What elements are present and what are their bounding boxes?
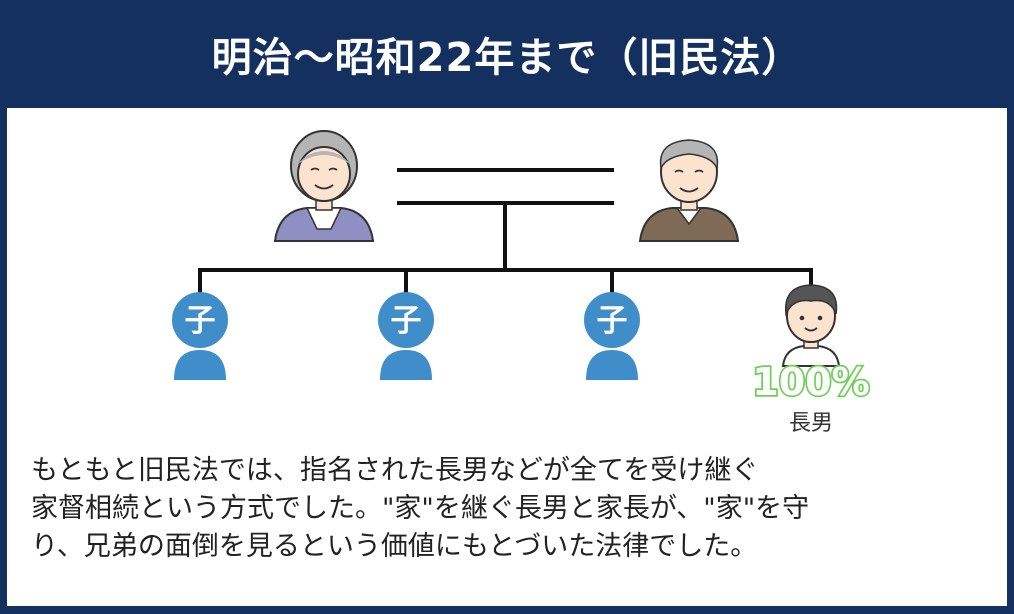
child-icon-1: 子: [172, 292, 228, 380]
description-line-3: り、兄弟の面倒を見るという価値にもとづいた法律でした。: [31, 531, 758, 562]
child-badge-text-2: 子: [391, 303, 422, 339]
description-line-1: もともと旧民法では、指名された長男などが全てを受け継ぐ: [31, 455, 759, 486]
heir-label: 長男: [789, 411, 833, 436]
heir-share-label: 100%: [752, 360, 869, 404]
family-tree-diagram: 子 子 子 10: [172, 130, 871, 436]
content-panel: 子 子 子 10: [7, 108, 1007, 606]
eldest-son-icon: [781, 284, 841, 367]
child-badge-text-1: 子: [185, 303, 216, 339]
grandmother-icon: [273, 130, 375, 242]
child-icon-3: 子: [584, 292, 640, 380]
child-badge-text-3: 子: [597, 303, 628, 339]
description-line-2: 家督相続という方式でした。"家"を継ぐ長男と家長が、"家"を守: [31, 493, 810, 524]
child-icon-2: 子: [378, 292, 434, 380]
page-title: 明治〜昭和22年まで（旧民法）: [0, 0, 1014, 108]
grandfather-icon: [638, 139, 740, 242]
description-text: もともと旧民法では、指名された長男などが全てを受け継ぐ 家督相続という方式でした…: [31, 452, 991, 566]
